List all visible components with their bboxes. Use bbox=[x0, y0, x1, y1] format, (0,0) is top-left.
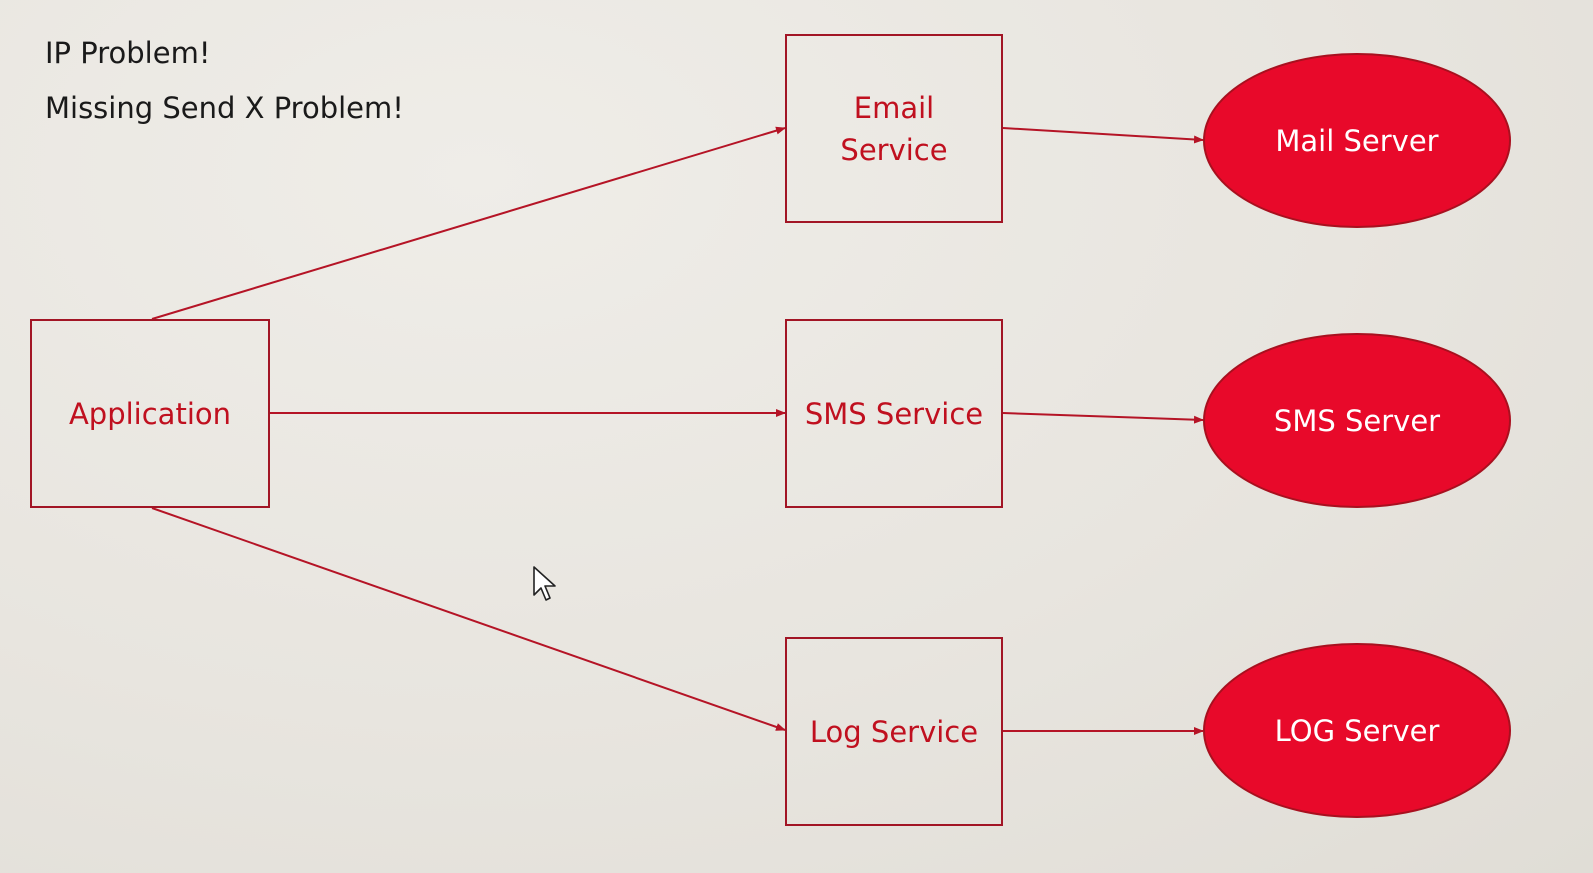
note-ip-problem: IP Problem! bbox=[45, 36, 211, 70]
log-server-node: LOG Server bbox=[1203, 643, 1511, 818]
sms-server-node: SMS Server bbox=[1203, 333, 1511, 508]
mail-server-node: Mail Server bbox=[1203, 53, 1511, 228]
edge-application-log bbox=[151, 507, 786, 731]
log-server-label: LOG Server bbox=[1274, 713, 1440, 748]
log-service-label: Log Service bbox=[809, 714, 979, 749]
sms-service-node: SMS Service bbox=[785, 319, 1003, 508]
email-service-label: Email Service bbox=[840, 90, 948, 167]
log-service-node: Log Service bbox=[785, 637, 1003, 826]
mouse-pointer-icon bbox=[533, 566, 556, 601]
mail-server-label: Mail Server bbox=[1275, 123, 1439, 158]
email-service-node: Email Service bbox=[785, 34, 1003, 223]
sms-service-label: SMS Service bbox=[804, 396, 984, 431]
application-node: Application bbox=[30, 319, 270, 508]
sms-server-label: SMS Server bbox=[1273, 403, 1441, 438]
edge-email-mail-server bbox=[1002, 127, 1204, 144]
application-label: Application bbox=[68, 396, 232, 431]
edge-sms-sms-server bbox=[1002, 412, 1204, 424]
edge-application-email bbox=[151, 126, 786, 320]
note-missing-send-problem: Missing Send X Problem! bbox=[45, 91, 404, 125]
